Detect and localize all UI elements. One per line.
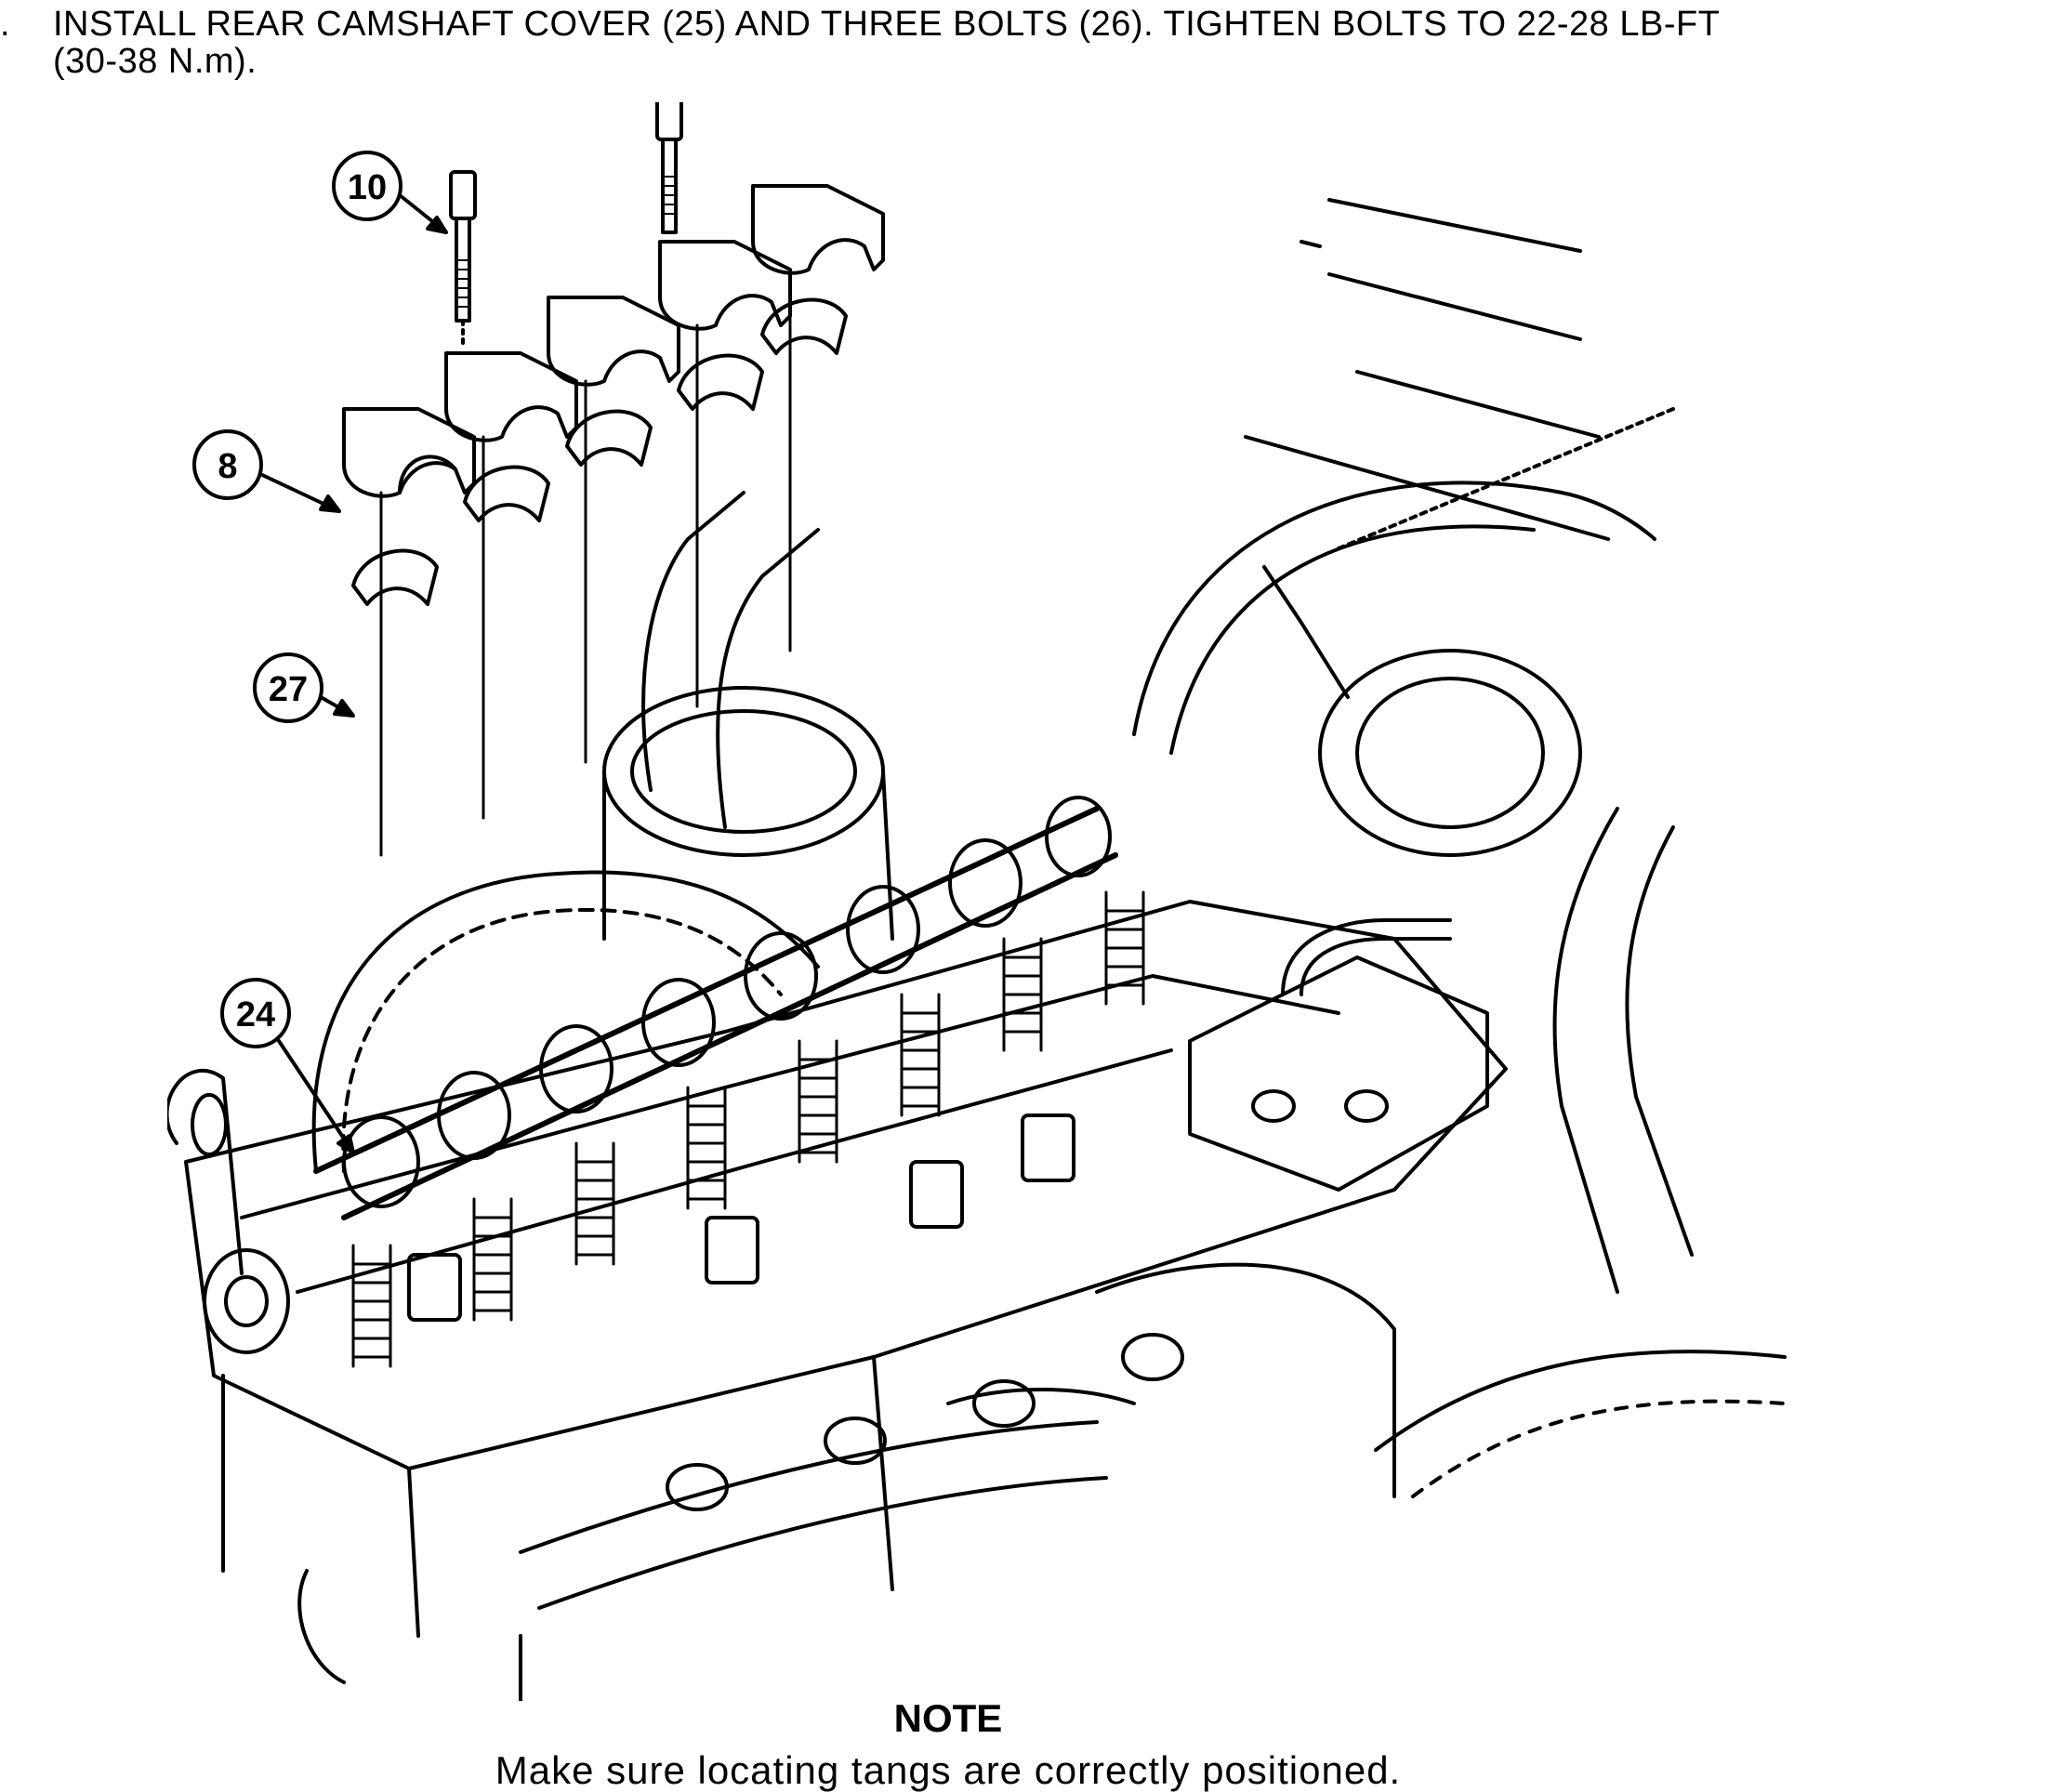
- bearing-cap-3: [547, 296, 680, 764]
- engine-camshaft-illustration: 10 8 27 24: [167, 102, 1803, 1701]
- injectors: [407, 1113, 1075, 1322]
- exhaust-manifold: [297, 1333, 1184, 1701]
- step-text-line-1: INSTALL REAR CAMSHAFT COVER (25) AND THR…: [53, 5, 1721, 44]
- left-gear-housing: [311, 870, 820, 1173]
- note-heading: NOTE: [893, 1696, 1003, 1740]
- bearing-shells: [351, 297, 848, 606]
- callout-27-label: 27: [269, 670, 308, 709]
- valve-springs: [351, 890, 1145, 1368]
- camshaft-exploded-view-drawing: 10 8 27 24: [167, 102, 1787, 1701]
- step-text: INSTALL REAR CAMSHAFT COVER (25) AND THR…: [53, 6, 2005, 80]
- bearing-cap-2: [444, 351, 578, 820]
- callout-10: 10: [332, 151, 448, 234]
- callout-24-label: 24: [236, 995, 275, 1034]
- step-number: .: [0, 5, 11, 44]
- bearing-cap-4: [658, 240, 792, 708]
- bearing-cap-1: [342, 407, 476, 857]
- fuel-pump-housing: [1188, 918, 1489, 1192]
- callout-8: 8: [192, 429, 341, 513]
- callout-24: 24: [220, 978, 355, 1154]
- bearing-cap-5: [751, 184, 885, 652]
- cylinder-head: [167, 900, 1508, 1638]
- camshaft: [313, 796, 1118, 1220]
- callout-27: 27: [253, 652, 355, 723]
- callout-10-label: 10: [348, 168, 387, 207]
- callout-8-label: 8: [218, 447, 237, 486]
- background-hatch-lines: [1244, 198, 1610, 541]
- note-text: Make sure locating tangs are correctly p…: [495, 1748, 1402, 1792]
- right-flywheel: [1132, 481, 1787, 1498]
- bolts: [449, 102, 683, 346]
- air-intake-tubes: [602, 407, 1694, 1498]
- step-text-line-2: (30-38 N.m).: [53, 42, 257, 81]
